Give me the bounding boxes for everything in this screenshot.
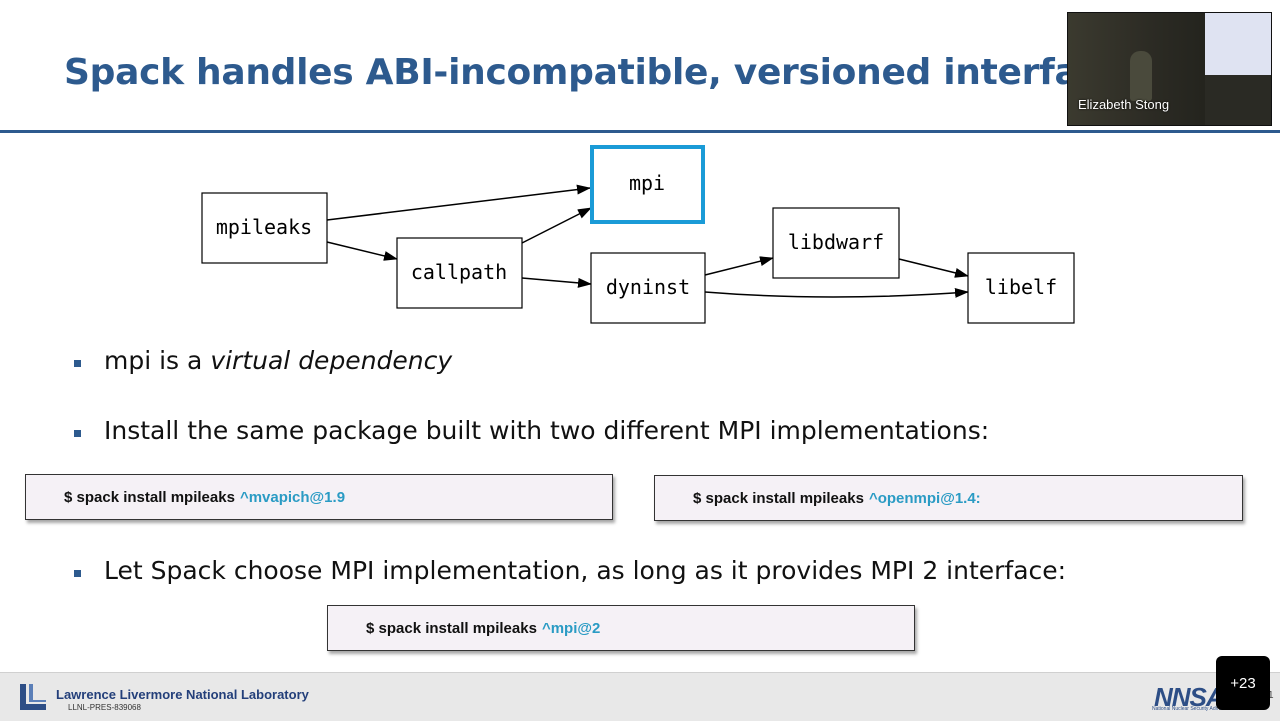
command-spec: ^mpi@2	[541, 619, 601, 637]
node-dyninst-box	[590, 252, 706, 324]
bullet-install-two-mpi: Install the same package built with two …	[104, 416, 990, 445]
edge-dyninst-libdwarf	[704, 256, 774, 276]
node-libdwarf: libdwarf	[788, 230, 884, 254]
command-spec: ^openmpi@1.4:	[868, 489, 981, 507]
command-text: $ spack install mpileaks	[366, 619, 537, 637]
node-libelf-box	[967, 252, 1075, 324]
page-number: 1	[1268, 690, 1274, 701]
command-text: $ spack install mpileaks	[693, 489, 864, 507]
speaker-name: Elizabeth Stong	[1078, 97, 1170, 112]
bullet-marker	[74, 360, 81, 367]
speaker-video-tile[interactable]: Elizabeth Stong	[1067, 12, 1272, 126]
slide-title: Spack handles ABI-incompatible, versione…	[64, 52, 1228, 93]
edge-callpath-mpi	[521, 207, 592, 244]
nnsa-logo: NNSA	[1154, 682, 1225, 712]
bullet-let-spack-choose: Let Spack choose MPI implementation, as …	[104, 556, 1067, 585]
bullet-marker	[74, 430, 81, 437]
video-projector-screen	[1205, 13, 1271, 75]
node-mpi-box	[590, 145, 705, 224]
nnsa-subtitle: National Nuclear Security Administration	[1152, 706, 1242, 712]
node-mpi: mpi	[629, 171, 665, 195]
slide-footer	[0, 672, 1280, 721]
lab-name: Lawrence Livermore National Laboratory	[56, 687, 309, 702]
command-box-mpi2: $ spack install mpileaks ^mpi@2	[327, 605, 915, 651]
edge-mpileaks-mpi	[326, 184, 591, 221]
bullet-virtual-dependency: mpi is a virtual dependency	[104, 346, 453, 375]
edge-dyninst-libelf	[704, 287, 969, 298]
command-spec: ^mvapich@1.9	[239, 488, 346, 506]
node-callpath-box	[396, 237, 523, 309]
edge-callpath-dyninst	[521, 277, 592, 288]
title-divider	[0, 130, 1280, 133]
node-libdwarf-box	[772, 207, 900, 279]
command-box-openmpi: $ spack install mpileaks ^openmpi@1.4:	[654, 475, 1243, 521]
bullet-marker	[74, 570, 81, 577]
node-mpileaks: mpileaks	[216, 215, 312, 239]
video-speaker-figure	[1130, 51, 1152, 101]
node-callpath: callpath	[411, 260, 507, 284]
edge-mpileaks-callpath	[326, 241, 398, 261]
command-text: $ spack install mpileaks	[64, 488, 235, 506]
edge-libdwarf-libelf	[898, 258, 969, 278]
node-dyninst: dyninst	[606, 275, 690, 299]
node-mpileaks-box	[201, 192, 328, 264]
node-libelf: libelf	[985, 275, 1057, 299]
command-box-mvapich: $ spack install mpileaks ^mvapich@1.9	[25, 474, 613, 520]
presentation-id: LLNL-PRES-839068	[68, 703, 141, 712]
llnl-logo-icon	[20, 684, 46, 710]
participants-count-button[interactable]: +23	[1216, 656, 1270, 710]
